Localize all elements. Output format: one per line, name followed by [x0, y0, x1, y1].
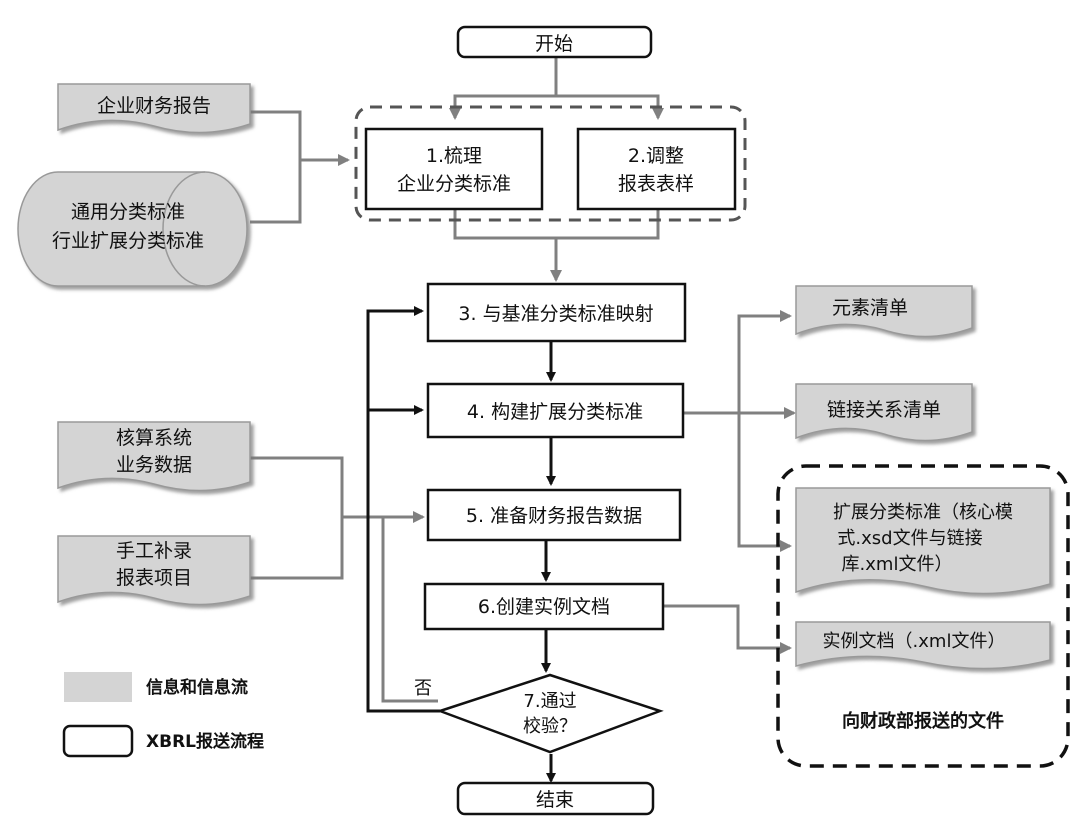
ext-line1: 扩展分类标准（核心模 [833, 502, 1013, 523]
step6-box: 6.创建实例文档 [423, 582, 665, 631]
legend-process-label: XBRL报送流程 [146, 731, 264, 752]
accounting-line2: 业务数据 [116, 454, 192, 476]
taxonomy-cylinder [17, 171, 248, 287]
legend: 信息和信息流 XBRL报送流程 [62, 672, 264, 758]
step5-box: 5. 准备财务报告数据 [426, 488, 682, 542]
ext-line2: 式.xsd文件与链接 [837, 528, 982, 549]
step4-label: 4. 构建扩展分类标准 [467, 401, 643, 423]
step1-2-group [354, 105, 747, 222]
element-list-label: 元素清单 [832, 297, 908, 319]
doc-manual-entry [57, 535, 251, 606]
doc-element-list [795, 285, 973, 338]
end-label: 结束 [536, 789, 574, 811]
step5-label: 5. 准备财务报告数据 [466, 505, 642, 527]
taxonomy-line1: 通用分类标准 [71, 201, 185, 223]
step1-box: 1.梳理 企业分类标准 [364, 127, 544, 211]
doc-instance [795, 621, 1051, 670]
step3-label: 3. 与基准分类标准映射 [458, 303, 653, 325]
legend-info-swatch [64, 672, 132, 702]
accounting-line1: 核算系统 [116, 427, 192, 449]
doc-extension-taxonomy [795, 487, 1051, 595]
doc-financial-report [57, 83, 251, 134]
no-label: 否 [414, 678, 432, 699]
submission-group-label: 向财政部报送的文件 [842, 710, 1004, 732]
step3-box: 3. 与基准分类标准映射 [426, 282, 687, 343]
step2-line1: 2.调整 [628, 145, 684, 167]
taxonomy-line2: 行业扩展分类标准 [52, 230, 204, 252]
legend-process-swatch [62, 724, 134, 758]
doc-financial-report-label: 企业财务报告 [97, 95, 211, 117]
ext-line3: 库.xml文件） [842, 554, 953, 575]
step7-line1: 7.通过 [523, 691, 576, 712]
end-terminal: 结束 [456, 781, 655, 816]
start-label: 开始 [535, 33, 573, 55]
step2-line2: 报表表样 [618, 173, 694, 195]
manual-line2: 报表项目 [116, 567, 192, 589]
doc-accounting-data [57, 421, 251, 492]
step1-line1: 1.梳理 [426, 145, 482, 167]
linkbase-list-label: 链接关系清单 [827, 399, 941, 421]
instance-doc-label: 实例文档（.xml文件） [823, 631, 1006, 652]
start-terminal: 开始 [456, 25, 653, 59]
step1-line2: 企业分类标准 [397, 173, 511, 195]
submission-group [776, 464, 1070, 768]
legend-info-label: 信息和信息流 [146, 677, 248, 698]
step2-box: 2.调整 报表表样 [576, 127, 737, 211]
manual-line1: 手工补录 [116, 540, 192, 562]
step7-decision: 7.通过 校验？ [436, 673, 664, 754]
info-flow-connectors [250, 57, 796, 703]
step7-line2: 校验？ [523, 716, 577, 737]
doc-linkbase-list [795, 383, 973, 442]
step6-label: 6.创建实例文档 [478, 596, 610, 618]
process-connectors [366, 306, 556, 783]
step4-box: 4. 构建扩展分类标准 [426, 382, 685, 439]
